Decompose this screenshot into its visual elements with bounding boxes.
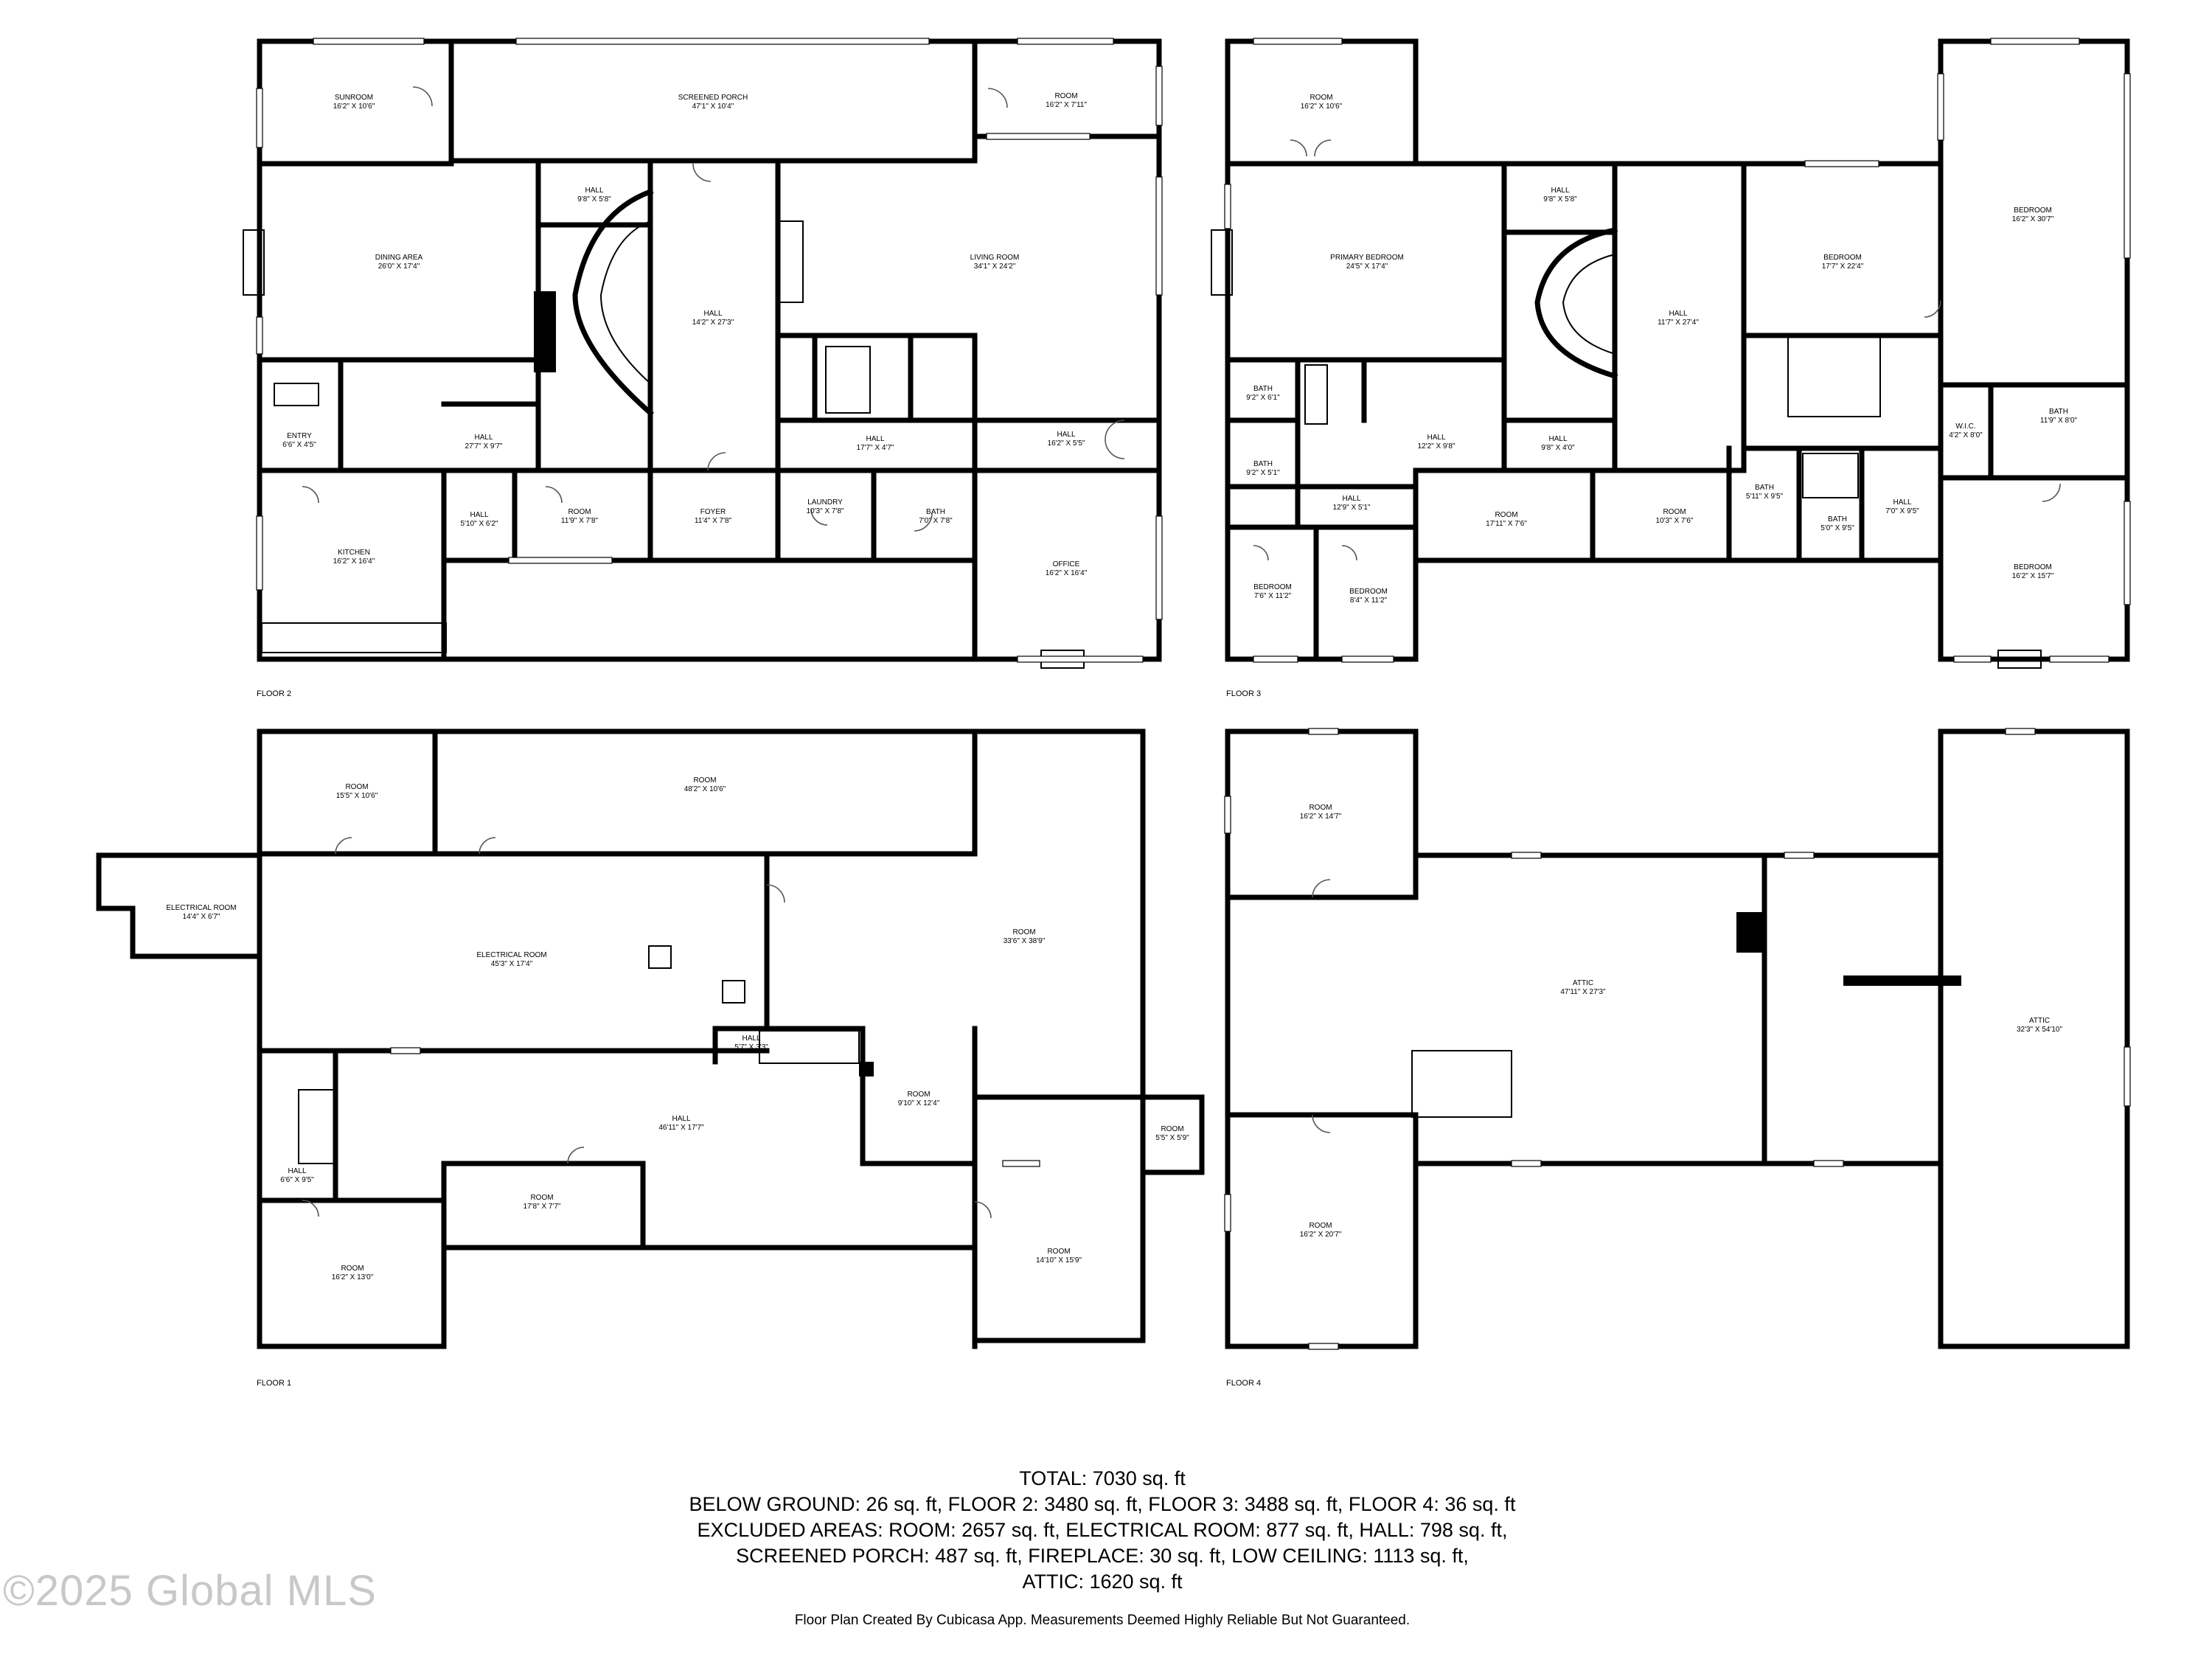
floor-areas: BELOW GROUND: 26 sq. ft, FLOOR 2: 3480 s… xyxy=(689,1493,1516,1515)
floor-2-label: FLOOR 2 xyxy=(257,689,291,698)
excluded-areas: EXCLUDED AREAS: ROOM: 2657 sq. ft, ELECT… xyxy=(697,1519,1508,1541)
excluded-areas-cont: SCREENED PORCH: 487 sq. ft, FIREPLACE: 3… xyxy=(736,1545,1469,1567)
disclaimer: Floor Plan Created By Cubicasa App. Meas… xyxy=(794,1613,1411,1628)
floor-2-plan xyxy=(243,38,1163,669)
floor-1-label: FLOOR 1 xyxy=(257,1379,291,1388)
floor-3-plan xyxy=(1211,38,2131,669)
area-summary: TOTAL: 7030 sq. ft BELOW GROUND: 26 sq. … xyxy=(0,1466,2205,1595)
room-label: W.I.C.4'2" X 8'0" xyxy=(1949,422,1983,439)
copyright-watermark: ©2025 Global MLS xyxy=(3,1567,377,1615)
attic-area: ATTIC: 1620 sq. ft xyxy=(1022,1571,1183,1593)
floor-1-plan xyxy=(96,728,1205,1349)
total-area: TOTAL: 7030 sq. ft xyxy=(1019,1467,1186,1489)
floor-4-plan xyxy=(1224,728,2131,1350)
floor-3-label: FLOOR 3 xyxy=(1226,689,1261,698)
floor-4-label: FLOOR 4 xyxy=(1226,1379,1261,1388)
